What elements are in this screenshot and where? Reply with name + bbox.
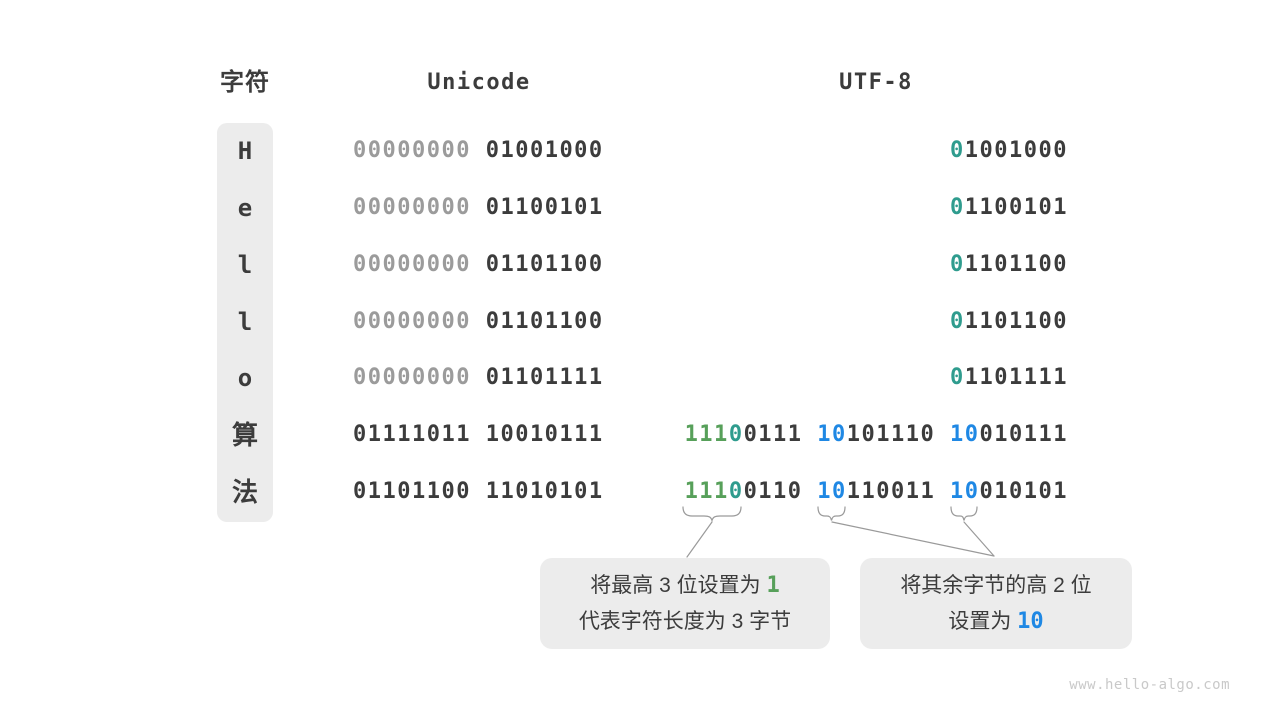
char-column-pill — [217, 123, 273, 522]
unicode-value: 00000000 01101100 — [353, 304, 604, 340]
callout-box-1: 将最高 3 位设置为 1 代表字符长度为 3 字节 — [540, 558, 830, 649]
utf8-value: 11100111 10101110 10010111 — [685, 417, 1068, 453]
unicode-value: 00000000 01001000 — [353, 133, 604, 169]
bits: 101110 — [846, 422, 951, 447]
callout-line: 设置为 10 — [948, 604, 1043, 640]
char-cell: o — [237, 364, 253, 392]
bits: 01111011 10010111 — [353, 422, 604, 447]
utf8-value: 01101100 — [950, 304, 1068, 340]
column-header-unicode: Unicode — [427, 70, 531, 95]
utf8-value: 01100101 — [950, 190, 1068, 226]
bits: 将其余字节的高 2 位 — [900, 573, 1092, 597]
unicode-value: 01101100 11010101 — [353, 474, 604, 510]
bits: 0111 — [743, 422, 818, 447]
bits-gray: 00000000 — [353, 138, 471, 163]
bits: 1001000 — [964, 138, 1068, 163]
bits: 01100101 — [470, 195, 604, 220]
bits-blue: 10 — [950, 479, 980, 504]
bits-teal: 0 — [950, 365, 965, 390]
bits-blue: 10 — [817, 479, 847, 504]
callout-line: 代表字符长度为 3 字节 — [579, 604, 791, 640]
bits-gray: 00000000 — [353, 365, 471, 390]
bits-blue: 10 — [1017, 608, 1044, 634]
utf8-value: 01101100 — [950, 247, 1068, 283]
unicode-value: 00000000 01100101 — [353, 190, 604, 226]
bits: 将最高 3 位设置为 — [590, 573, 767, 597]
column-header-utf8: UTF-8 — [839, 70, 913, 95]
unicode-value: 01111011 10010111 — [353, 417, 604, 453]
bits: 01001000 — [470, 138, 604, 163]
bits: 01101100 — [470, 252, 604, 277]
bits: 设置为 — [948, 609, 1018, 633]
utf8-value: 11100110 10110011 10010101 — [685, 474, 1068, 510]
bits-blue: 10 — [950, 422, 980, 447]
utf8-value: 01001000 — [950, 133, 1068, 169]
char-cell: 法 — [231, 477, 258, 507]
connector-line-byte2-to-callout-2 — [831, 521, 995, 557]
bits-teal: 0 — [950, 138, 965, 163]
watermark: www.hello-algo.com — [1069, 677, 1230, 693]
bits-gray: 00000000 — [353, 309, 471, 334]
bits: 01101100 11010101 — [353, 479, 604, 504]
bits-blue: 10 — [817, 422, 847, 447]
connector-line-byte3-to-callout-2 — [963, 521, 995, 557]
bits-gray: 00000000 — [353, 195, 471, 220]
char-cell: l — [237, 251, 253, 279]
column-header-char: 字符 — [220, 69, 270, 96]
connector-line-to-callout-1 — [686, 521, 713, 558]
unicode-value: 00000000 01101111 — [353, 360, 604, 396]
unicode-value: 00000000 01101100 — [353, 247, 604, 283]
bits: 代表字符长度为 3 字节 — [578, 609, 792, 633]
bits: 010111 — [979, 422, 1068, 447]
bits-teal: 0 — [950, 195, 965, 220]
callout-line: 将其余字节的高 2 位 — [900, 568, 1091, 604]
callout-box-2: 将其余字节的高 2 位设置为 10 — [860, 558, 1132, 649]
bits-green: 111 — [684, 479, 729, 504]
utf8-value: 01101111 — [950, 360, 1068, 396]
bits: 110011 — [846, 479, 951, 504]
bits: 1101100 — [964, 252, 1068, 277]
bits: 01101100 — [470, 309, 604, 334]
callout-line: 将最高 3 位设置为 1 — [590, 568, 779, 604]
bits: 0110 — [743, 479, 818, 504]
bits-teal: 0 — [950, 309, 965, 334]
bits-teal: 0 — [728, 422, 744, 447]
bits: 01101111 — [470, 365, 604, 390]
bits: 1101100 — [964, 309, 1068, 334]
bits-green: 111 — [684, 422, 729, 447]
bits: 010101 — [979, 479, 1068, 504]
char-cell: l — [237, 308, 253, 336]
bits-gray: 00000000 — [353, 252, 471, 277]
bits-green: 1 — [766, 572, 780, 598]
bits: 1100101 — [964, 195, 1068, 220]
char-cell: H — [237, 137, 253, 165]
bits-teal: 0 — [728, 479, 744, 504]
char-cell: e — [237, 194, 253, 222]
bits-teal: 0 — [950, 252, 965, 277]
char-cell: 算 — [231, 420, 258, 450]
bits: 1101111 — [964, 365, 1068, 390]
